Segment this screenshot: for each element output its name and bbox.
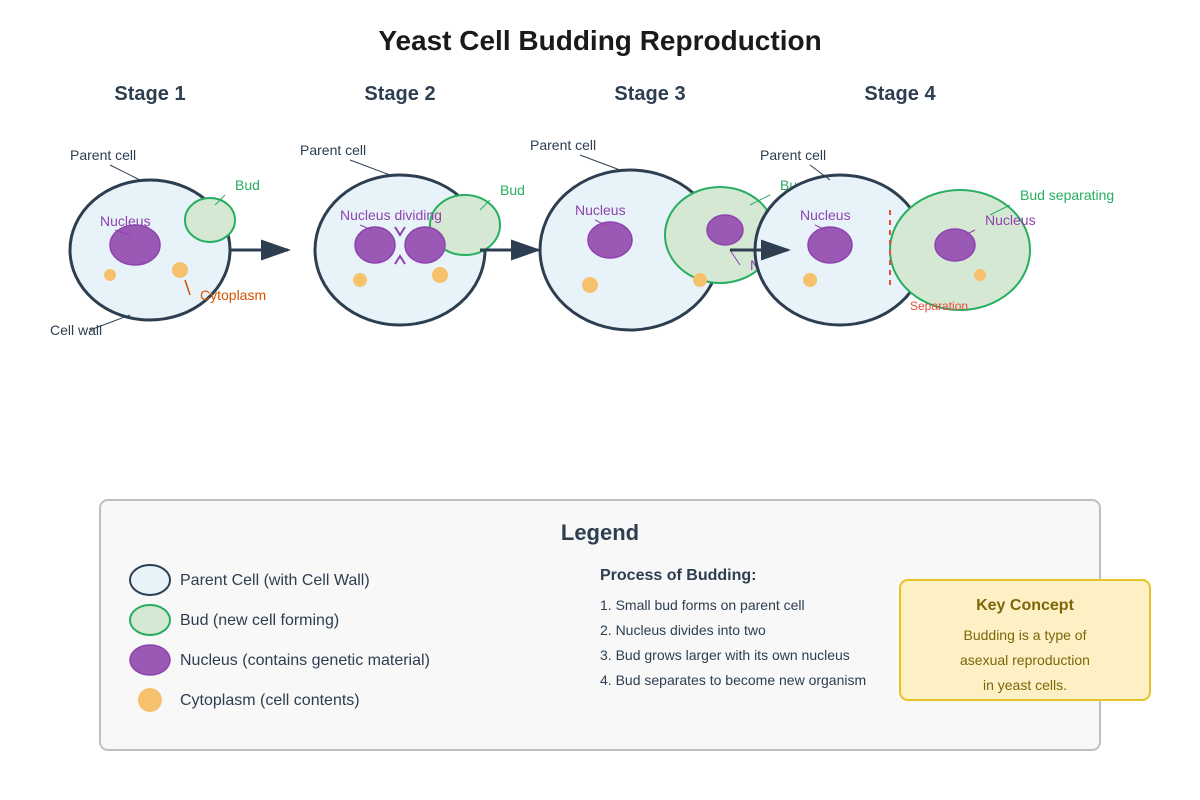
stage-4-bud-separating-label: Bud separating — [1020, 187, 1114, 203]
stage-2-heading: Stage 2 — [364, 83, 435, 105]
parent-cell-pointer — [109, 164, 141, 181]
stage-3-parent-nucleus — [587, 221, 633, 259]
key-concept-line-1: Budding is a type of — [964, 627, 1087, 643]
stage-3: Parent cell Nucleus Bu N — [530, 137, 797, 332]
legend-swatch-nucleus — [129, 644, 171, 676]
stage-1-parent-cell-label: Parent cell — [70, 147, 136, 163]
legend-item-nucleus: Nucleus (contains genetic material) — [180, 652, 430, 669]
stage-2-cytoplasm-dot — [353, 273, 367, 287]
parent-cell-pointer — [809, 164, 831, 181]
bud-nucleus-pointer — [729, 249, 741, 266]
key-concept-line-3: in yeast cells. — [983, 677, 1067, 693]
stage-3-nucleus-label: Nucleus — [575, 202, 626, 218]
stage-1-nucleus-label: Nucleus — [100, 213, 151, 229]
process-title: Process of Budding: — [600, 567, 756, 584]
legend-swatch-parent-cell — [129, 564, 171, 596]
process-step-2: 2. Nucleus divides into two — [600, 622, 766, 638]
key-concept-background — [899, 579, 1151, 701]
bud-pointer — [479, 199, 491, 211]
stage-4-bud-nucleus — [934, 228, 976, 262]
stage-3-heading: Stage 3 — [614, 83, 685, 105]
page-title: Yeast Cell Budding Reproduction — [378, 25, 821, 56]
stage-4-cytoplasm-dot — [974, 269, 986, 281]
stage-4: Parent cell Nucleus Bud separating Nucle… — [753, 147, 1114, 327]
stage-2-cytoplasm-dot — [432, 267, 448, 283]
legend-item-parent-cell: Parent Cell (with Cell Wall) — [180, 572, 370, 589]
key-concept-line-2: asexual reproduction — [960, 652, 1090, 668]
stage-2: Parent cell Bud Nucleus dividing — [300, 142, 525, 327]
legend-title: Legend — [561, 520, 639, 545]
nucleus-pointer — [114, 229, 131, 236]
process-step-3: 3. Bud grows larger with its own nucleus — [600, 647, 850, 663]
legend-item-bud: Bud (new cell forming) — [180, 612, 339, 629]
stage-4-nucleus-label: Nucleus — [800, 207, 851, 223]
stage-2-nucleus-right — [404, 226, 446, 264]
stage-4-parent-nucleus — [807, 226, 853, 264]
cell-wall-pointer — [89, 314, 131, 331]
key-concept-title: Key Concept — [976, 597, 1074, 614]
parent-cell-pointer — [579, 154, 621, 171]
stage-3-cytoplasm-dot — [693, 273, 707, 287]
stage-3-bud-nucleus — [706, 214, 744, 246]
stage-4-parent-cell-label: Parent cell — [760, 147, 826, 163]
stage-3-parent-cell-label: Parent cell — [530, 137, 596, 153]
parent-cell-pointer — [349, 159, 391, 176]
stage-4-cytoplasm-dot — [803, 273, 817, 287]
legend-swatch-cytoplasm — [138, 688, 162, 712]
bud-nucleus-pointer — [964, 229, 976, 236]
stage-4-bud-nucleus-label: Nucleus — [985, 212, 1036, 228]
key-concept-box: Key Concept Budding is a type of asexual… — [899, 579, 1151, 701]
stage-1-bud — [184, 197, 236, 243]
stage-1-bud-label: Bud — [235, 177, 260, 193]
bud-pointer — [749, 194, 771, 206]
stage-1-heading: Stage 1 — [114, 83, 185, 105]
stage-4-heading: Stage 4 — [864, 83, 936, 105]
stage-2-bud — [429, 194, 501, 256]
legend-panel: Legend Parent Cell (with Cell Wall) Bud … — [99, 499, 1101, 751]
legend-item-cytoplasm: Cytoplasm (cell contents) — [180, 692, 360, 709]
bud-separating-pointer — [989, 204, 1011, 216]
process-step-1: 1. Small bud forms on parent cell — [600, 597, 805, 613]
stage-1-nucleus — [109, 224, 161, 266]
legend-swatch-bud — [129, 604, 171, 636]
stage-2-nucleus-left — [354, 226, 396, 264]
stage-1-cytoplasm-label: Cytoplasm — [200, 287, 266, 303]
stage-2-parent-cell-label: Parent cell — [300, 142, 366, 158]
nucleus-pointer — [359, 224, 373, 231]
stage-4-separation-label: Separation — [910, 299, 968, 313]
nucleus-pointer — [594, 219, 606, 226]
stage-3-bud-nucleus-label: N — [750, 257, 760, 273]
stage-1-cytoplasm-dot — [104, 269, 116, 281]
process-step-4: 4. Bud separates to become new organism — [600, 672, 866, 688]
cytoplasm-pointer — [184, 279, 191, 296]
stage-1-cytoplasm-dot — [172, 262, 188, 278]
stage-1-cell-wall-label: Cell wall — [50, 322, 102, 338]
division-mark-top — [394, 226, 406, 237]
bud-pointer — [214, 194, 226, 206]
stage-3-cytoplasm-dot — [582, 277, 598, 293]
stage-1: Parent cell Bud Nucleus Cytoplasm Cell w… — [50, 147, 266, 338]
division-mark-bottom — [394, 254, 406, 265]
stage-2-nucleus-dividing-label: Nucleus dividing — [340, 207, 442, 223]
nucleus-pointer — [814, 224, 826, 231]
stage-2-bud-label: Bud — [500, 182, 525, 198]
